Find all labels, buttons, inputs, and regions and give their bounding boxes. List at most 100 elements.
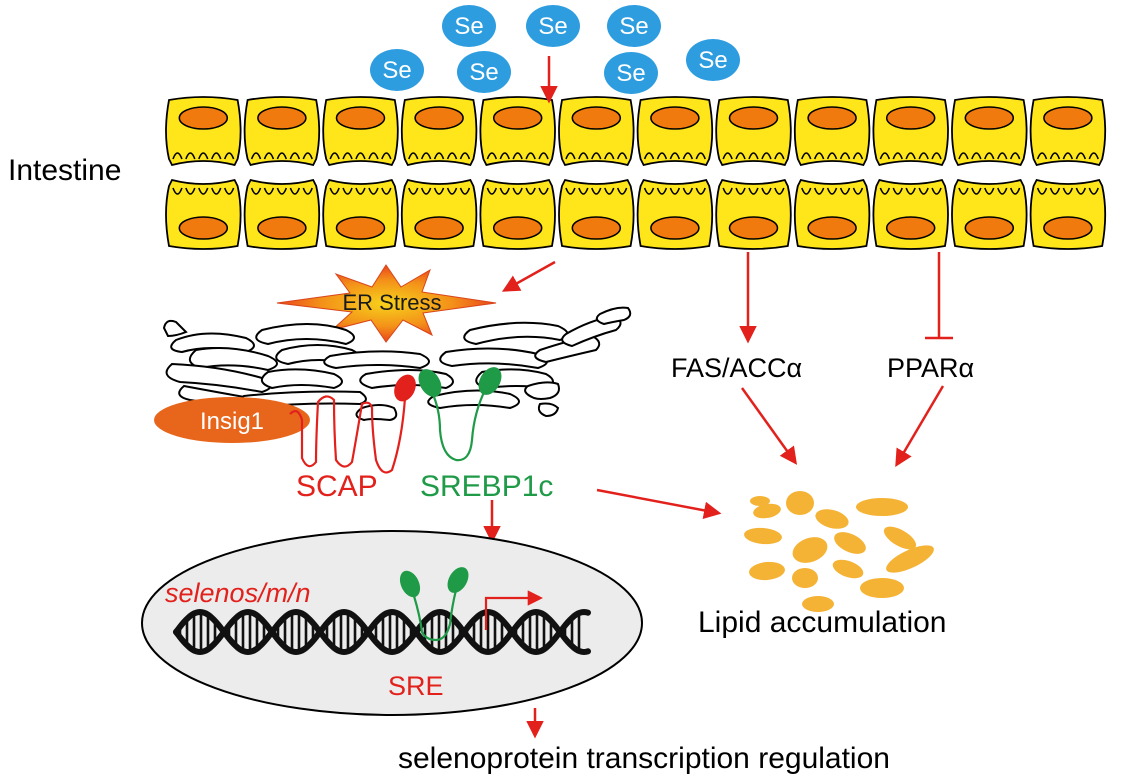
fas-acc-label: FAS/ACCα	[671, 353, 802, 383]
lipid-droplets	[744, 491, 934, 612]
scap-protein	[289, 374, 416, 474]
dna-strand	[173, 608, 591, 656]
intestinal-cell	[636, 96, 714, 167]
lipid-droplet	[792, 537, 828, 563]
selenium-label: Se	[616, 60, 645, 87]
intestinal-cell	[400, 96, 478, 167]
intestinal-cell	[715, 178, 792, 250]
cell-nucleus	[885, 106, 936, 130]
intestine-epithelium	[165, 96, 1107, 250]
dna-strand	[173, 608, 591, 656]
intestinal-cell	[400, 178, 478, 250]
cell-nucleus	[178, 216, 229, 240]
cell-nucleus	[414, 106, 464, 130]
selenium-particle: Se	[526, 5, 580, 47]
intestinal-cell	[243, 96, 321, 167]
selenoprotein-genes-label: selenos/m/n	[165, 578, 311, 608]
cell-nucleus	[807, 216, 857, 240]
cell-nucleus	[492, 106, 543, 130]
intestinal-cell	[872, 96, 949, 167]
cell-nucleus	[178, 106, 229, 130]
insig1-protein: Insig1	[154, 397, 310, 443]
cell-nucleus	[885, 216, 936, 240]
selenium-particle: Se	[604, 52, 658, 94]
selenium-label: Se	[382, 57, 411, 84]
intestinal-cell	[322, 96, 399, 167]
pathway-arrows	[483, 56, 953, 739]
er-stress-star: ER Stress	[276, 264, 497, 343]
selenium-label: Se	[538, 13, 567, 40]
lipid-droplet	[883, 526, 917, 550]
selenium-particle: Se	[607, 5, 661, 47]
lipid-droplet	[744, 527, 782, 545]
selenium-label: Se	[454, 13, 483, 40]
selenium-label: Se	[698, 47, 727, 74]
intestinal-cell	[951, 178, 1028, 250]
intestinal-cell	[793, 96, 871, 167]
cell-nucleus	[807, 106, 857, 130]
intestinal-cell	[165, 96, 242, 167]
sre-label: SRE	[388, 671, 444, 701]
cell-nucleus	[1043, 106, 1093, 130]
selenium-label: Se	[619, 13, 648, 40]
er-stress-label: ER Stress	[342, 290, 441, 315]
selenium-label: Se	[469, 59, 498, 86]
lipid-droplet	[753, 503, 781, 519]
ppar-to-lipid-arrow	[895, 385, 945, 468]
cell-nucleus	[1043, 216, 1093, 240]
lipid-droplet	[856, 498, 908, 516]
cell-nucleus	[492, 216, 543, 240]
cell-nucleus	[571, 106, 622, 130]
lipid-droplet	[834, 532, 866, 554]
lipid-droplet	[786, 491, 814, 515]
intestinal-cell	[951, 96, 1028, 167]
insig1-label: Insig1	[200, 408, 264, 435]
lipid-droplet	[832, 559, 864, 579]
cell-nucleus	[964, 106, 1015, 130]
nuclear-srebp1c	[399, 567, 469, 642]
lipid-droplet	[886, 545, 934, 573]
intestinal-cell	[322, 178, 399, 250]
cell-nucleus	[335, 216, 386, 240]
dna-helix	[173, 608, 591, 656]
cell-nucleus	[964, 216, 1015, 240]
lipid-accumulation-label: Lipid accumulation	[698, 606, 946, 639]
intestine-label: Intestine	[8, 154, 121, 187]
intestinal-cell	[1029, 96, 1107, 167]
cell-nucleus	[650, 106, 700, 130]
srebp1c-label: SREBP1c	[420, 470, 553, 503]
lipid-droplet	[860, 578, 904, 598]
intestinal-cell	[243, 178, 321, 250]
intestinal-cell	[872, 178, 949, 250]
cell-nucleus	[728, 106, 779, 130]
cell-nucleus	[650, 216, 700, 240]
cell-nucleus	[335, 106, 386, 130]
scap-label: SCAP	[296, 470, 378, 503]
intestinal-cell	[715, 96, 792, 167]
lipid-droplet	[815, 509, 849, 529]
selenoprotein-transcription-label: selenoprotein transcription regulation	[398, 742, 890, 775]
cell-nucleus	[414, 216, 464, 240]
intestinal-cell	[1029, 178, 1107, 250]
intestinal-cell	[558, 96, 635, 167]
selenium-particle: Se	[370, 49, 424, 91]
ppar-alpha-label: PPARα	[887, 353, 974, 383]
intestinal-cell	[793, 178, 871, 250]
intestinal-cell	[479, 96, 556, 167]
transcription-start-arrow	[484, 590, 544, 630]
nucleus	[141, 530, 643, 716]
cell-nucleus	[571, 216, 622, 240]
intestinal-cell	[479, 178, 556, 250]
lipid-droplet	[792, 568, 818, 588]
intestinal-cell	[636, 178, 714, 250]
lipid-droplet	[750, 496, 770, 506]
srebp1c-protein	[418, 367, 502, 462]
selenium-particle: Se	[442, 5, 496, 47]
srebp-to-lipid-arrow	[596, 488, 722, 519]
er-stress-arrow	[501, 260, 556, 292]
cell-nucleus	[257, 216, 307, 240]
intestinal-cell	[558, 178, 635, 250]
fas-to-lipid-arrow	[740, 387, 798, 465]
cell-nucleus	[728, 216, 779, 240]
